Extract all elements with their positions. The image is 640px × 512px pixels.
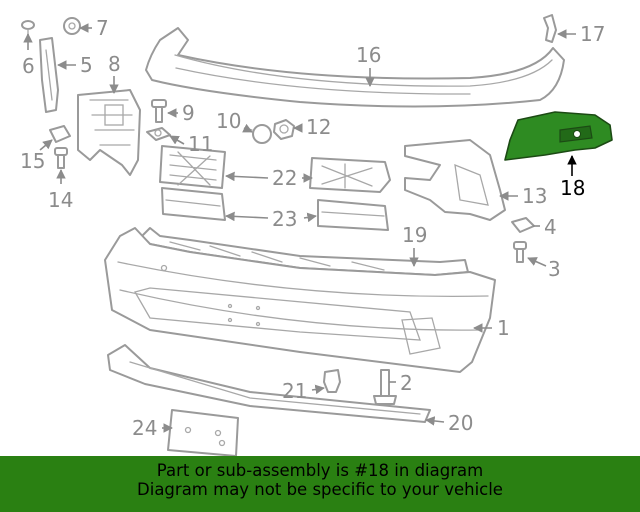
push-nut-part (63, 17, 81, 35)
bolt-part-9 (151, 99, 167, 123)
callout-19: 19 (402, 223, 427, 247)
bolt-part-3 (513, 241, 527, 263)
vertical-strip-part (39, 37, 59, 113)
nut-part-12 (273, 119, 295, 140)
callout-16: 16 (356, 43, 381, 67)
info-banner: Part or sub-assembly is #18 in diagram D… (0, 456, 640, 512)
callout-20: 20 (448, 411, 473, 435)
callout-13: 13 (522, 184, 547, 208)
banner-line-disclaimer: Diagram may not be specific to your vehi… (137, 480, 503, 499)
callout-10: 10 (216, 109, 241, 133)
banner-line-part-number: Part or sub-assembly is #18 in diagram (156, 461, 484, 480)
callout-22: 22 (272, 166, 297, 190)
upper-cover-part (145, 27, 565, 108)
lower-valance-part (107, 344, 431, 423)
grille-insert-part-right (309, 157, 391, 193)
callout-12: 12 (306, 115, 331, 139)
callout-9: 9 (182, 101, 195, 125)
clip-part-4 (511, 217, 535, 233)
frame-bracket-part (77, 89, 141, 176)
bolt-part-2 (373, 369, 397, 405)
grille-insert-part-left (159, 145, 226, 189)
bolt-part-14 (54, 147, 68, 169)
bumper-face-part (104, 227, 496, 373)
callout-6: 6 (22, 54, 35, 78)
clip-part-21 (323, 369, 341, 393)
callout-23: 23 (272, 207, 297, 231)
callout-18-highlighted: 18 (560, 176, 585, 200)
callout-7: 7 (96, 16, 109, 40)
callout-8: 8 (108, 52, 121, 76)
push-pin-part-10 (244, 124, 272, 144)
callout-labels: 1 2 3 4 5 6 7 8 9 10 11 12 13 14 15 16 1… (20, 16, 605, 440)
clip-part-15 (49, 125, 71, 143)
clip-part-11 (146, 127, 171, 141)
callout-5: 5 (80, 53, 93, 77)
callout-2: 2 (400, 371, 413, 395)
callout-4: 4 (544, 215, 557, 239)
deflector-part-left (161, 187, 226, 221)
parts-diagram: 1 2 3 4 5 6 7 8 9 10 11 12 13 14 15 16 1… (20, 14, 613, 456)
deflector-part-right (317, 199, 389, 231)
callout-15: 15 (20, 149, 45, 173)
callout-24: 24 (132, 416, 157, 440)
callout-11: 11 (188, 132, 213, 156)
highlighted-part-18 (504, 111, 613, 161)
callout-3: 3 (548, 257, 561, 281)
callout-17: 17 (580, 22, 605, 46)
callout-14: 14 (48, 188, 73, 212)
callout-21: 21 (282, 379, 307, 403)
side-bracket-part-13 (404, 139, 506, 221)
callout-1: 1 (497, 316, 510, 340)
leader-lines (23, 23, 577, 433)
license-bracket-part (167, 409, 239, 456)
small-bracket-part (543, 14, 557, 43)
